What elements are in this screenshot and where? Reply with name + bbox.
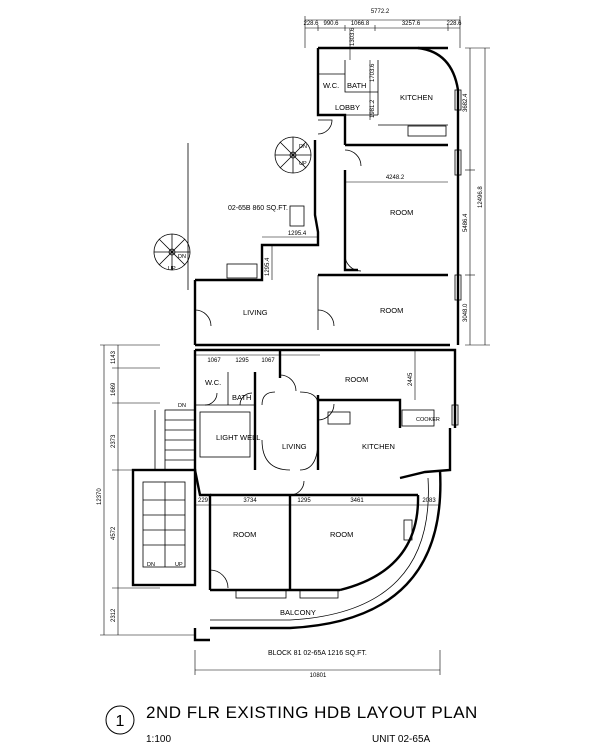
dim-wc-h: 1303.6 — [350, 27, 356, 46]
dim-bath-h: 1703.6 — [370, 63, 376, 82]
label-room-br: ROOM — [330, 530, 353, 539]
title-number: 1 — [116, 713, 125, 730]
title-scale: 1:100 — [146, 734, 171, 745]
dim-left-b: 1669 — [111, 382, 117, 396]
dim-mid-b: 1295 — [235, 358, 249, 364]
label-cooker: COOKER — [416, 417, 440, 423]
dim-row-d: 3461 — [350, 498, 364, 504]
windows — [226, 89, 462, 599]
dim-row-c: 1295 — [297, 498, 311, 504]
title-unit: UNIT 02-65A — [372, 734, 431, 745]
spiral-stair-left — [153, 233, 191, 271]
label-living-upper: LIVING — [243, 308, 268, 317]
dim-lobby-h: 1981.2 — [370, 99, 376, 118]
dim-top-c: 1066.8 — [351, 21, 370, 27]
label-stair-dn-bottom: DN — [147, 562, 155, 568]
dim-left-a: 1143 — [111, 350, 117, 364]
dim-left-total: 12370 — [97, 488, 103, 505]
label-room-center: ROOM — [345, 375, 368, 384]
dim-top-d: 3257.6 — [402, 21, 421, 27]
label-stair-dn-left: DN — [178, 254, 186, 260]
label-stair-dn-mid: DN — [178, 403, 186, 409]
dim-bottom-total: 10801 — [310, 673, 327, 679]
dim-left-c: 2373 — [111, 434, 117, 448]
dim-row-e: 2083 — [422, 498, 436, 504]
dim-left-e: 2312 — [111, 608, 117, 622]
dim-right-total: 12496.8 — [478, 186, 484, 208]
label-room-bl: ROOM — [233, 530, 256, 539]
label-balcony: BALCONY — [280, 608, 316, 617]
dim-mid-c: 1067 — [261, 358, 275, 364]
dim-top-e: 228.6 — [446, 21, 462, 27]
dim-top-b: 990.6 — [323, 21, 339, 27]
label-room-mid: ROOM — [380, 306, 403, 315]
page-title: 2ND FLR EXISTING HDB LAYOUT PLAN — [146, 703, 478, 722]
dim-left-d: 4572 — [111, 526, 117, 540]
note-neighbour: 02-65B 860 SQ.FT. — [228, 205, 288, 212]
dim-step-w: 1295.4 — [288, 231, 307, 237]
dim-step-h: 1295.4 — [265, 257, 271, 276]
label-bath-mid: BATH — [232, 393, 251, 402]
label-kitchen-mid: KITCHEN — [362, 442, 395, 451]
dim-room-w: 4248.2 — [386, 175, 405, 181]
room-labels: W.C. BATH LOBBY KITCHEN ROOM LIVING ROOM… — [147, 81, 440, 617]
dim-top-total: 5772.2 — [371, 9, 390, 15]
label-light-well: LIGHT WELL — [216, 433, 260, 442]
walls-upper-unit — [187, 46, 460, 347]
dimension-text: 5772.2 228.6 990.6 1066.8 3257.6 228.6 1… — [97, 9, 484, 679]
dim-mid-a: 1067 — [207, 358, 221, 364]
label-lobby: LOBBY — [335, 103, 360, 112]
label-stair-dn-top: DN — [299, 144, 307, 150]
label-wc-mid: W.C. — [205, 378, 221, 387]
spiral-stair-top — [274, 136, 312, 174]
label-stair-up-top: UP — [299, 161, 307, 167]
dim-right-b: 5486.4 — [463, 213, 469, 232]
dim-mid-d: 2445 — [408, 372, 414, 386]
door-swings — [194, 119, 362, 589]
label-bath-top: BATH — [347, 81, 366, 90]
dim-top-a: 228.6 — [303, 21, 319, 27]
label-stair-up-bottom: UP — [175, 562, 183, 568]
label-kitchen-top: KITCHEN — [400, 93, 433, 102]
walls-main-unit — [131, 348, 457, 642]
note-block: BLOCK 81 02-65A 1216 SQ.FT. — [268, 650, 367, 657]
dim-right-a: 3682.4 — [463, 93, 469, 112]
label-stair-up-left: UP — [168, 266, 176, 272]
dim-right-c: 3048.0 — [463, 303, 469, 322]
dim-row-a: 229 — [198, 498, 209, 504]
dim-row-b: 3734 — [243, 498, 257, 504]
label-room-upper: ROOM — [390, 208, 413, 217]
label-wc-top: W.C. — [323, 81, 339, 90]
title-number-circle — [105, 705, 135, 735]
label-living-mid: LIVING — [282, 442, 307, 451]
dimension-lines — [100, 16, 490, 675]
